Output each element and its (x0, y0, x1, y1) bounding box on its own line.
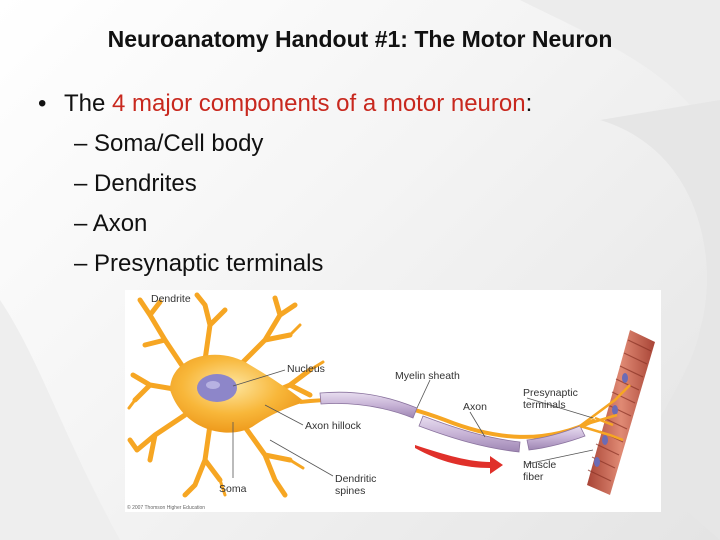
myelin-segments (319, 391, 586, 453)
label-presynaptic-2: terminals (523, 399, 566, 411)
nucleolus-shape (206, 381, 220, 389)
leader-lines (232, 369, 594, 478)
bullet-list: • The 4 major components of a motor neuro… (38, 84, 532, 284)
copyright-notice: © 2007 Thomson Higher Education (127, 504, 205, 511)
signal-direction-arrow (415, 445, 503, 474)
neuron-diagram: Dendrite Nucleus Myelin sheath Axon Pres… (127, 292, 655, 511)
subitem-presynaptic: – Presynaptic terminals (74, 250, 324, 277)
main-bullet: • The 4 major components of a motor neuro… (38, 84, 532, 124)
motor-neuron-figure: Dendrite Nucleus Myelin sheath Axon Pres… (125, 290, 661, 512)
label-muscle-2: fiber (523, 471, 544, 483)
label-presynaptic-1: Presynaptic (523, 387, 578, 399)
label-dendrite: Dendrite (151, 293, 191, 305)
label-muscle-1: Muscle (523, 459, 556, 471)
cell-body (170, 354, 305, 433)
subitem-soma: – Soma/Cell body (74, 130, 264, 157)
bullet-highlight: 4 major components of a motor neuron (112, 90, 526, 117)
label-myelin-sheath: Myelin sheath (395, 370, 460, 382)
label-soma: Soma (219, 483, 247, 495)
label-dendritic-1: Dendritic (335, 473, 376, 485)
subitem-dendrites: – Dendrites (74, 170, 197, 197)
slide-title: Neuroanatomy Handout #1: The Motor Neuro… (107, 26, 613, 52)
dendrites (127, 292, 325, 498)
bullet-dot: • (38, 90, 47, 117)
label-nucleus: Nucleus (287, 363, 325, 375)
label-axon: Axon (463, 401, 487, 413)
label-axon-hillock: Axon hillock (305, 420, 362, 432)
subitem-axon: – Axon (74, 210, 148, 237)
bullet-prefix: The (64, 90, 113, 117)
bullet-suffix: : (525, 90, 533, 117)
label-dendritic-2: spines (335, 485, 365, 497)
